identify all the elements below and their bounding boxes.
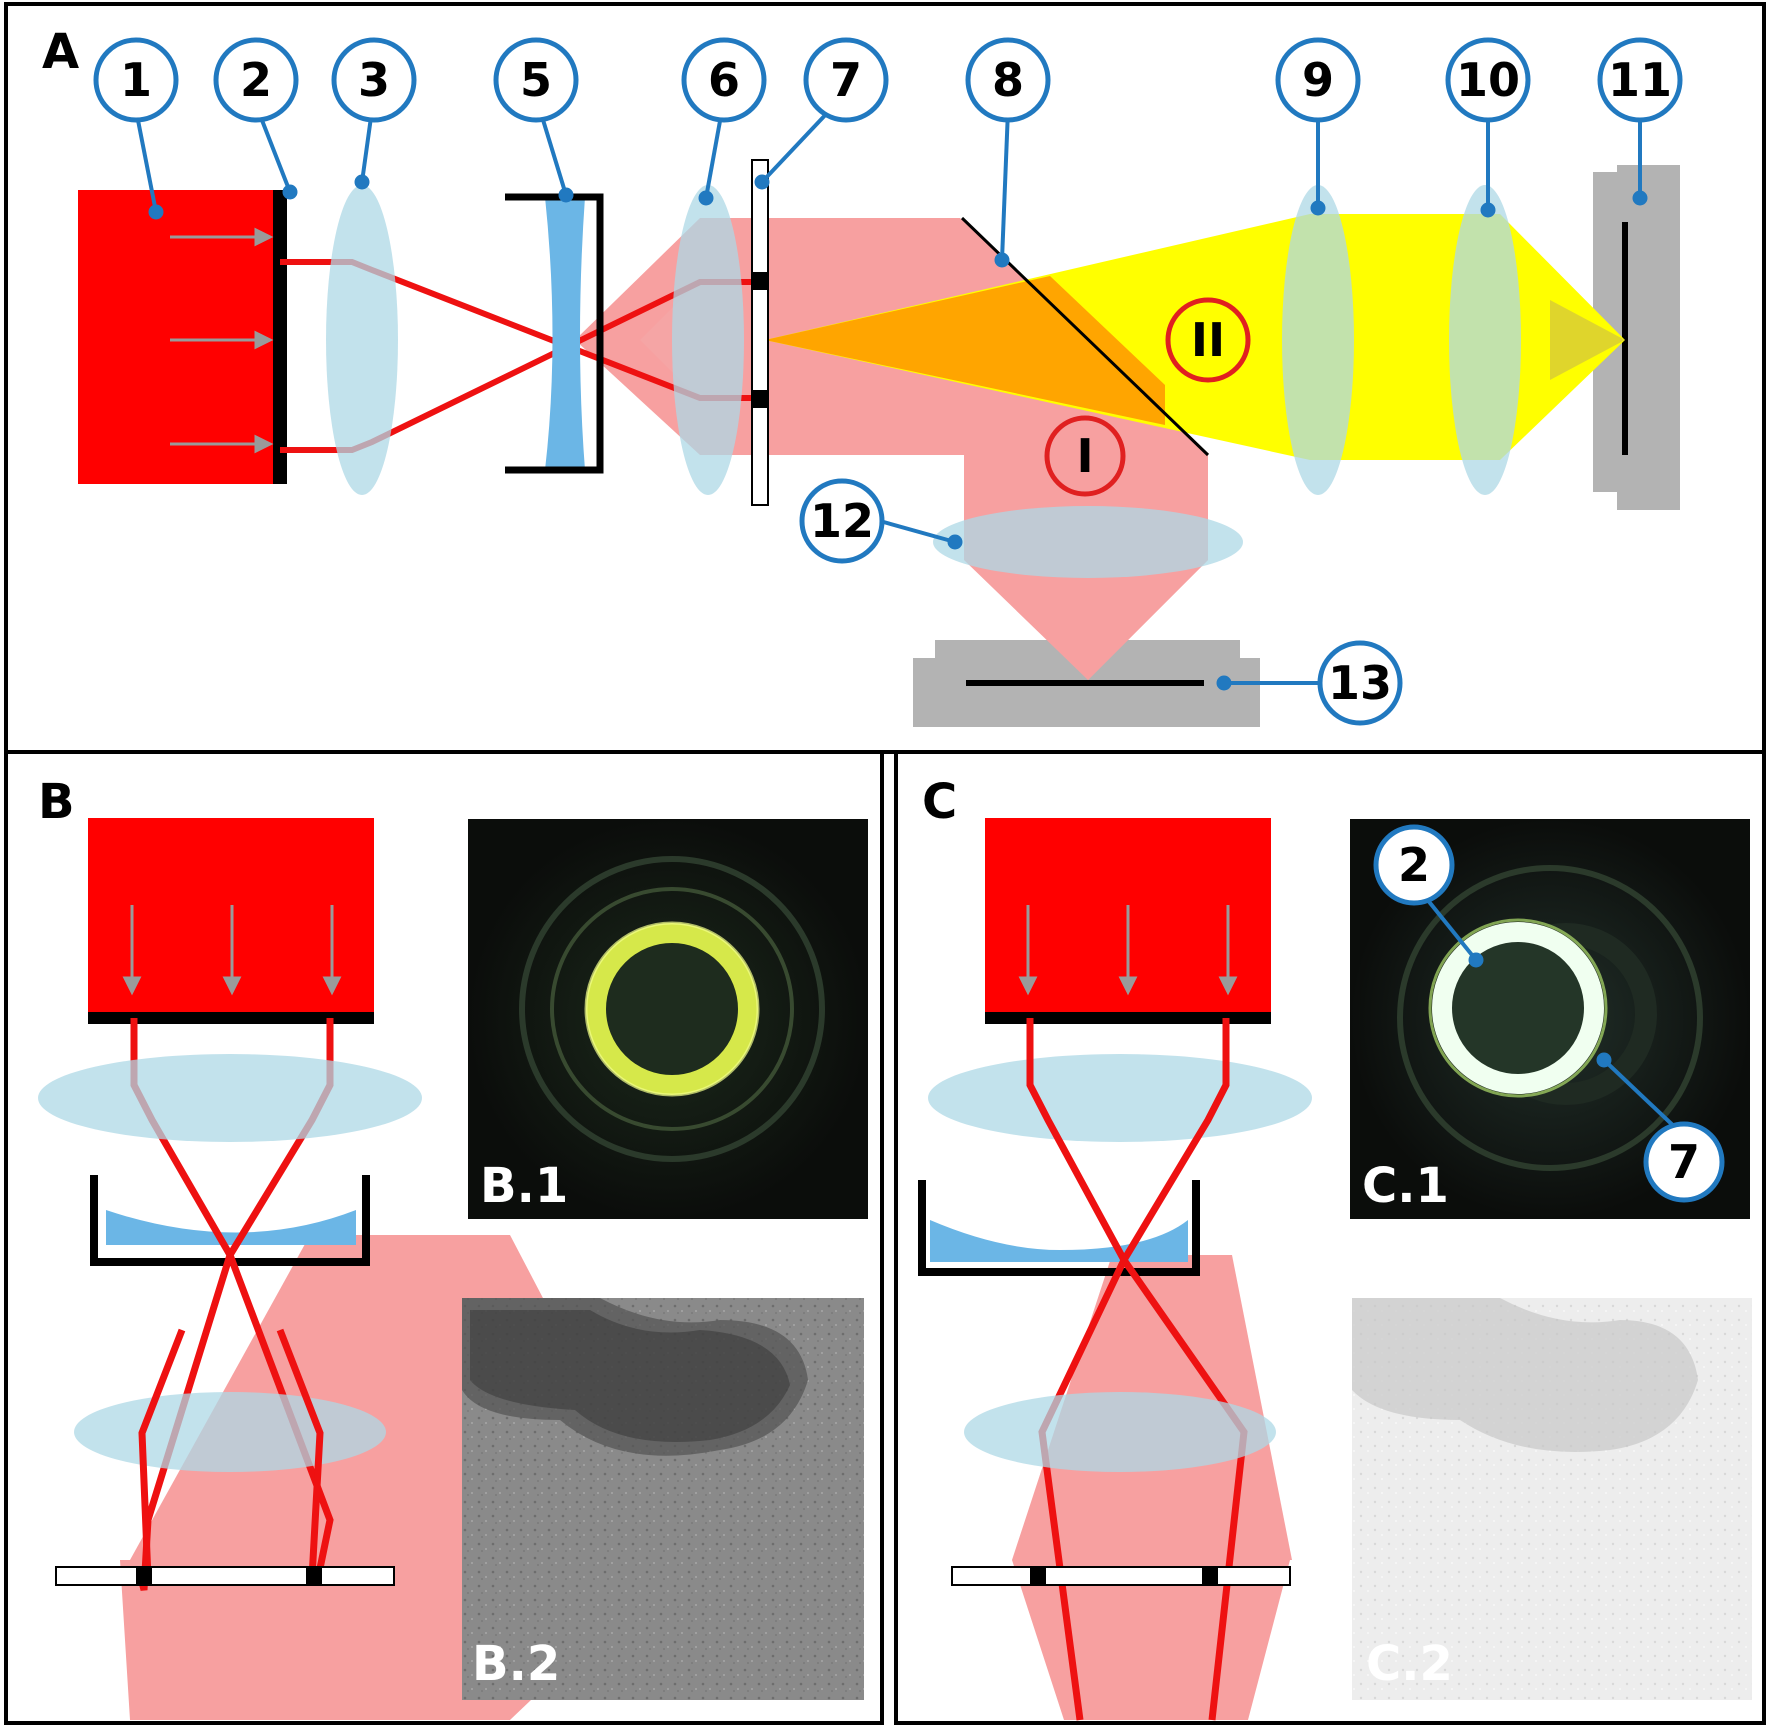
panel-c-label: C [922,774,957,830]
image-b2-label: B.2 [472,1636,560,1692]
panel-b-lens-top [38,1054,422,1142]
lens-12 [933,506,1243,578]
callout-7: 7 [755,40,886,189]
svg-text:2: 2 [240,53,272,107]
svg-text:1: 1 [120,53,152,107]
image-b2-micrograph: B.2 [462,1298,864,1700]
svg-text:8: 8 [992,53,1024,107]
lens-3 [326,185,398,495]
panel-a-label: A [42,24,79,80]
panel-b-annular-mask [56,1567,394,1585]
svg-text:11: 11 [1608,53,1672,107]
callout-8: 8 [968,40,1048,267]
lens-9 [1282,185,1354,495]
svg-text:II: II [1191,313,1225,367]
svg-text:2: 2 [1398,838,1430,892]
callout-10: 10 [1448,40,1528,217]
image-c2-label: C.2 [1366,1636,1453,1692]
svg-text:5: 5 [520,53,552,107]
svg-text:7: 7 [1668,1135,1700,1189]
callout-2: 2 [216,40,297,199]
svg-text:13: 13 [1328,656,1392,710]
svg-text:6: 6 [708,53,740,107]
lens-6 [672,185,744,495]
svg-text:3: 3 [358,53,390,107]
panel-a: A [42,24,1680,727]
panel-c-laser [985,818,1271,1018]
panel-b-laser [88,818,374,1018]
svg-text:7: 7 [830,53,862,107]
panel-b-label: B [38,774,75,830]
image-c1-label: C.1 [1362,1158,1449,1214]
callout-9: 9 [1278,40,1358,215]
panel-c-annular-mask [952,1567,1290,1585]
image-b1-ring: B.1 [468,819,868,1219]
panel-c-meniscus [922,1180,1196,1272]
callout-5: 5 [496,40,576,202]
panel-c-lens-bottom [964,1392,1276,1472]
image-b1-label: B.1 [480,1158,568,1214]
svg-text:12: 12 [810,494,874,548]
panel-b-lens-bottom [74,1392,386,1472]
laser-source-1 [78,190,281,484]
panel-c: C [922,774,1752,1720]
svg-text:I: I [1076,429,1093,483]
image-c2-micrograph: C.2 [1352,1298,1752,1700]
panel-b: B [38,774,868,1720]
callout-3: 3 [334,40,414,189]
svg-text:10: 10 [1456,53,1520,107]
annular-mask-7 [752,160,768,505]
lens-10 [1449,185,1521,495]
svg-text:9: 9 [1302,53,1334,107]
panel-c-lens-top [928,1054,1312,1142]
